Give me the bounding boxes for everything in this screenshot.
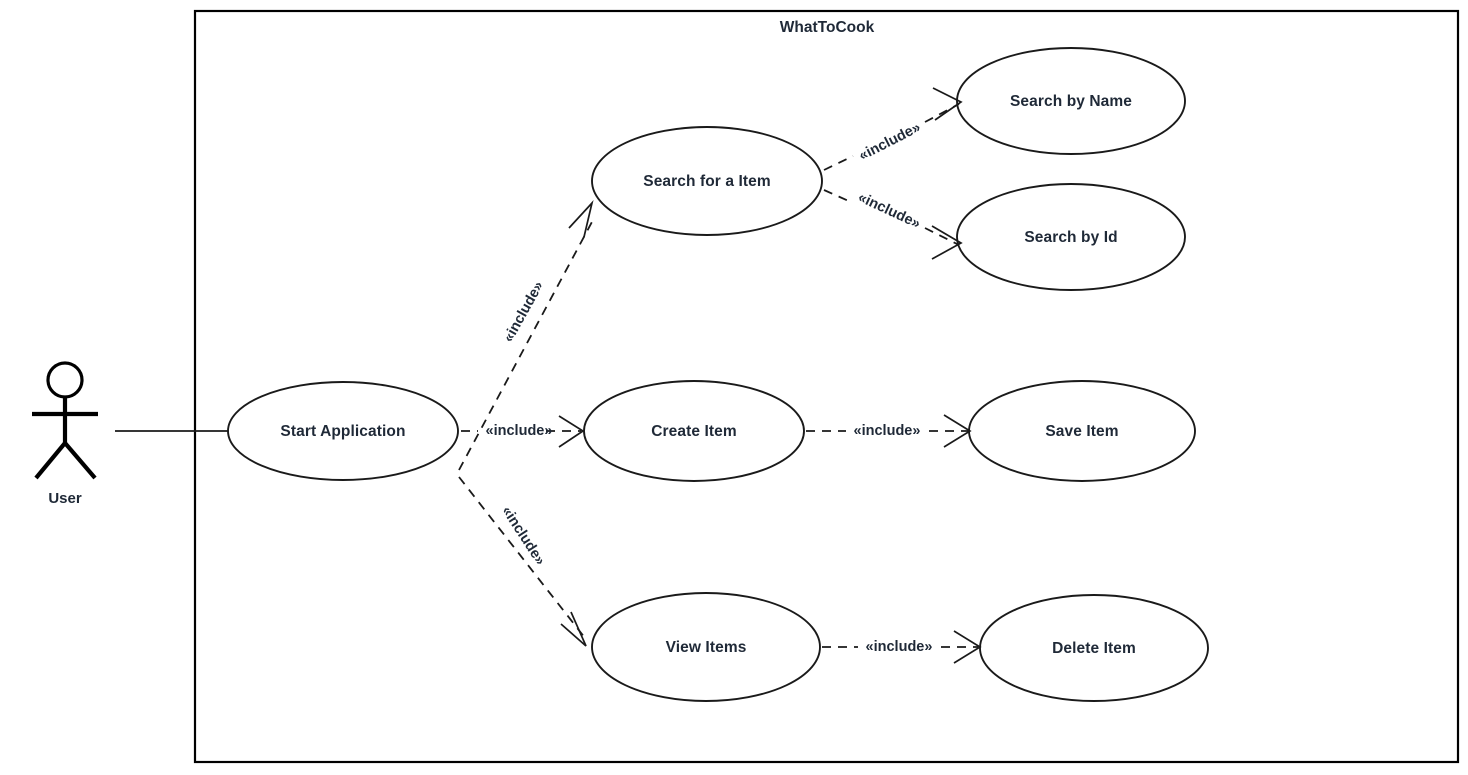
include-start-application-to-create-item: «include» (461, 415, 585, 448)
use-case-delete-item[interactable]: Delete Item (979, 594, 1209, 702)
arrow-head-icon (943, 414, 972, 448)
use-case-search-by-id[interactable]: Search by Id (956, 183, 1186, 291)
use-case-label: Delete Item (1052, 640, 1136, 657)
use-case-ellipse (979, 594, 1209, 702)
use-case-ellipse (591, 592, 821, 702)
include-stereotype-label: «include» (501, 279, 547, 345)
include-search-for-a-item-to-search-by-name: «include» (823, 87, 963, 171)
include-stereotype-label: «include» (486, 423, 553, 439)
include-stereotype-label: «include» (856, 120, 923, 165)
use-case-label: Search by Name (1010, 93, 1132, 110)
use-case-save-item[interactable]: Save Item (968, 380, 1196, 482)
actor-label: User (48, 490, 82, 507)
use-case-view-items[interactable]: View Items (591, 592, 821, 702)
use-case-label: View Items (666, 639, 747, 656)
dependency-line (458, 476, 586, 639)
use-case-ellipse (956, 47, 1186, 155)
actor-right-leg-line (63, 441, 97, 480)
include-stereotype-label: «include» (866, 639, 933, 655)
arrow-head-icon (560, 611, 587, 647)
arrow-head-icon (558, 415, 585, 448)
arrow-head-icon (931, 225, 963, 260)
arrow-head-icon (953, 630, 982, 664)
include-view-items-to-delete-item: «include» (822, 630, 982, 664)
use-case-label: Search for a Item (643, 173, 770, 190)
use-case-ellipse (956, 183, 1186, 291)
dependency-line (924, 227, 960, 246)
include-stereotype-label: «include» (854, 423, 921, 439)
use-case-label: Start Application (280, 423, 405, 440)
use-case-ellipse (591, 126, 823, 236)
use-case-search-for-a-item[interactable]: Search for a Item (591, 126, 823, 236)
use-case-label: Search by Id (1024, 229, 1117, 246)
include-start-application-to-view-items: «include» (458, 476, 587, 647)
arrow-head-icon (932, 87, 963, 121)
include-create-item-to-save-item: «include» (806, 414, 972, 448)
include-search-for-a-item-to-search-by-id: «include» (823, 189, 963, 260)
system-boundary-rect (193, 9, 1460, 764)
actor-left-leg-line (34, 441, 67, 480)
use-case-start-application[interactable]: Start Application (227, 381, 459, 481)
dependency-line (823, 189, 852, 203)
arrow-head-icon (568, 200, 594, 238)
use-case-ellipse (227, 381, 459, 481)
use-case-search-by-name[interactable]: Search by Name (956, 47, 1186, 155)
actor-head-icon (46, 361, 84, 399)
use-case-label: Save Item (1045, 423, 1118, 440)
use-case-label: Create Item (651, 423, 737, 440)
actor-user[interactable]: User (32, 361, 98, 507)
system-boundary-title: WhatToCook (780, 19, 875, 36)
dependency-line (823, 155, 854, 171)
use-case-create-item[interactable]: Create Item (583, 380, 805, 482)
include-stereotype-label: «include» (855, 189, 922, 232)
